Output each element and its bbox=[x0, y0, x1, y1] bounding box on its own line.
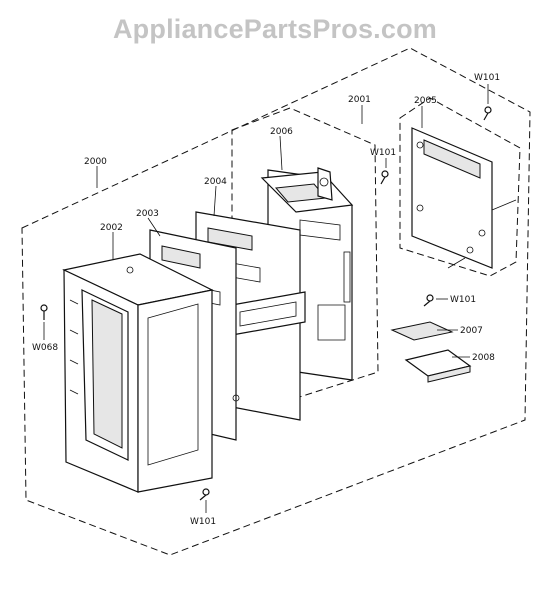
callout-2000: 2000 bbox=[84, 157, 107, 167]
part-2008-pad bbox=[404, 349, 472, 383]
callout-2006: 2006 bbox=[270, 127, 293, 137]
screw-w101-mid bbox=[380, 170, 389, 185]
leader-lines bbox=[43, 84, 489, 513]
callout-w101-top: W101 bbox=[474, 73, 500, 83]
callout-w101-right: W101 bbox=[450, 295, 476, 305]
watermark-text: AppliancePartsPros.com bbox=[112, 14, 437, 44]
screw-w101-top bbox=[483, 106, 492, 121]
part-2005-plate bbox=[411, 127, 517, 269]
callout-2008: 2008 bbox=[472, 353, 495, 363]
callout-w101-bottom: W101 bbox=[190, 517, 216, 527]
callout-w068: W068 bbox=[32, 343, 58, 353]
screw-w101-bottom bbox=[199, 488, 210, 501]
callout-2001: 2001 bbox=[348, 95, 371, 105]
part-2007-label bbox=[390, 321, 454, 341]
callout-2007: 2007 bbox=[460, 326, 483, 336]
callout-2005: 2005 bbox=[414, 96, 437, 106]
callout-2004: 2004 bbox=[204, 177, 227, 187]
callout-2002: 2002 bbox=[100, 223, 123, 233]
part-2002-front-frame bbox=[62, 253, 214, 493]
callout-2003: 2003 bbox=[136, 209, 159, 219]
callout-w101-mid: W101 bbox=[370, 148, 396, 158]
screw-w068 bbox=[40, 304, 48, 320]
panel-area-2005 bbox=[399, 97, 521, 277]
assembly-boundary-2000 bbox=[21, 47, 531, 556]
screw-w101-right bbox=[423, 294, 434, 307]
